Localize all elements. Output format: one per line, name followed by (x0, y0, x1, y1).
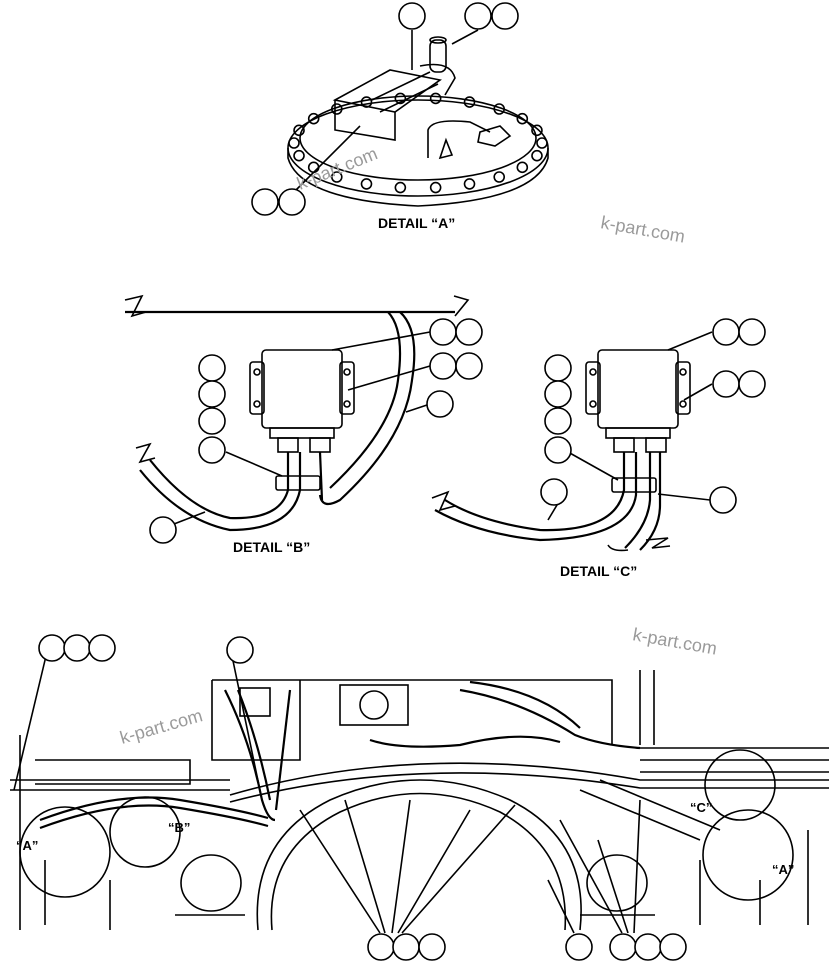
flange-bolt (493, 171, 506, 183)
watermark: k-part.com (631, 624, 718, 658)
callout-bubble (429, 318, 457, 346)
callout-bubble (659, 933, 687, 961)
watermark: k-part.com (118, 705, 205, 748)
flange-bolt (516, 112, 529, 125)
callout-bubble (198, 380, 226, 408)
flange-bolt (307, 112, 320, 125)
callout-bubble (455, 352, 483, 380)
callout-bubble (38, 634, 66, 662)
callout-bubble (418, 933, 446, 961)
callout-bubble (491, 2, 519, 30)
callout-bubble (226, 636, 254, 664)
callout-bubble (544, 436, 572, 464)
flange-bolt (531, 149, 543, 162)
callout-bubble (709, 486, 737, 514)
callout-bubble (738, 370, 766, 398)
callout-bubbles (38, 2, 766, 961)
callout-bubble (63, 634, 91, 662)
detail-c-drawing (431, 331, 713, 552)
detail-a-drawing (287, 29, 549, 207)
main-view-drawing (10, 655, 829, 934)
flange-bolt (330, 171, 343, 183)
callout-bubble (426, 390, 454, 418)
callout-bubble (634, 933, 662, 961)
flange-bolt (394, 92, 407, 105)
ref-a-right-label: “A” (772, 862, 794, 877)
callout-bubble (88, 634, 116, 662)
ref-b-label: “B” (168, 820, 190, 835)
detail-b-label: DETAIL “B” (233, 539, 310, 555)
flange-bolt (288, 137, 300, 149)
ref-a-left-label: “A” (16, 838, 38, 853)
callout-bubble (609, 933, 637, 961)
callout-bubble (565, 933, 593, 961)
callout-bubble (398, 2, 426, 30)
callout-bubble (464, 2, 492, 30)
detail-b-drawing (124, 294, 470, 532)
callout-bubble (544, 354, 572, 382)
callout-bubble (198, 354, 226, 382)
flange-bolt (493, 103, 506, 115)
callout-bubble (198, 436, 226, 464)
callout-bubble (367, 933, 395, 961)
callout-bubble (149, 516, 177, 544)
flange-bolt (293, 149, 305, 162)
callout-bubble (455, 318, 483, 346)
callout-bubble (544, 380, 572, 408)
callout-bubble (712, 318, 740, 346)
flange-bolt (429, 181, 442, 194)
callout-bubble (251, 188, 279, 216)
callout-bubble (278, 188, 306, 216)
callout-bubble (198, 407, 226, 435)
callout-bubble (712, 370, 740, 398)
detail-c-label: DETAIL “C” (560, 563, 637, 579)
watermark: k-part.com (599, 212, 686, 246)
flange-bolt (516, 161, 529, 174)
flange-bolt (531, 124, 543, 137)
callout-bubble (429, 352, 457, 380)
flange-bolt (394, 181, 407, 194)
flange-bolt (536, 137, 548, 149)
flange-bolt (463, 178, 476, 190)
callout-bubble (540, 478, 568, 506)
flange-bolt (463, 96, 476, 108)
detail-a-label: DETAIL “A” (378, 215, 455, 231)
flange-bolt (330, 103, 343, 115)
callout-bubble (544, 407, 572, 435)
callout-bubble (738, 318, 766, 346)
ref-c-label: “C” (690, 800, 712, 815)
flange-bolt (360, 178, 373, 190)
flange-bolt (429, 92, 442, 105)
flange-bolt (293, 124, 305, 137)
callout-bubble (392, 933, 420, 961)
